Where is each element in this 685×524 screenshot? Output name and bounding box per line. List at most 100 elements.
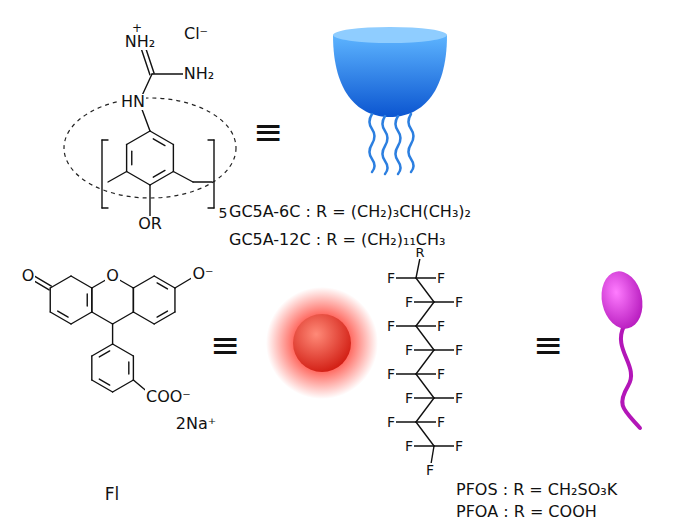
macrocycle-ellipse	[64, 98, 236, 198]
bond-line	[416, 350, 434, 374]
repeat-subscript: 5	[218, 206, 229, 220]
glow-sphere	[266, 287, 378, 399]
bond-line	[92, 344, 113, 356]
bond-line	[416, 422, 434, 446]
sphere-core	[293, 314, 351, 372]
bond-line	[150, 172, 173, 186]
bond-line	[152, 73, 184, 74]
compound-caption: PFOA : R = COOH	[455, 504, 598, 520]
bond-line	[113, 380, 134, 392]
bond-line	[91, 288, 92, 312]
atom-label: F	[454, 343, 464, 357]
atom-label: 2Na⁺	[175, 416, 217, 432]
atom-label: COO⁻	[145, 389, 192, 405]
cup-tentacles	[370, 114, 414, 174]
bond-line	[208, 139, 214, 140]
bond-line	[153, 170, 165, 177]
atom-label: F	[436, 319, 446, 333]
bond-line	[71, 312, 92, 324]
atom-label: F	[386, 271, 396, 285]
atom-label: +	[131, 22, 143, 34]
bond-line	[128, 362, 129, 374]
atom-label: F	[404, 295, 414, 309]
bond-line	[99, 379, 109, 385]
bond-line	[150, 131, 173, 145]
atom-label: F	[386, 415, 396, 429]
bond-line	[416, 398, 434, 422]
bond-line	[416, 374, 434, 398]
bond-line	[101, 140, 102, 208]
bond-line	[133, 288, 134, 312]
tentacle	[383, 116, 388, 174]
atom-label: F	[436, 415, 446, 429]
atom-label: R	[414, 246, 425, 259]
bond-line	[416, 258, 420, 278]
bond-line	[91, 288, 92, 312]
equivalence-sign: ≡	[532, 327, 564, 363]
bond-line	[99, 351, 109, 357]
atom-label: NH₂	[183, 66, 215, 82]
bond-line	[133, 288, 134, 312]
atom-label: F	[454, 295, 464, 309]
atom-label: O	[105, 268, 120, 284]
bond-line	[92, 380, 113, 392]
compound-caption: PFOS : R = CH₂SO₃K	[455, 482, 618, 498]
equivalence-sign: ≡	[209, 327, 241, 363]
atom-label: HN	[120, 94, 146, 110]
atom-label: Cl⁻	[183, 26, 209, 42]
bond-line	[133, 312, 154, 324]
atom-label: F	[425, 463, 435, 477]
bond-line	[416, 326, 434, 350]
bond-line	[102, 139, 108, 140]
bond-line	[173, 172, 193, 183]
bond-line	[58, 311, 68, 317]
atom-label: F	[454, 439, 464, 453]
tentacle	[409, 114, 414, 172]
sphere-glow	[266, 287, 378, 399]
bond-line	[87, 294, 88, 306]
equivalence-sign: ≡	[252, 114, 284, 150]
atom-label: F	[386, 319, 396, 333]
bond-line	[71, 276, 92, 288]
bond-line	[208, 207, 214, 208]
bond-line	[113, 344, 134, 356]
atom-label: F	[404, 439, 414, 453]
surfactant-tail	[621, 326, 640, 428]
bond-line	[50, 288, 51, 312]
bond-line	[416, 302, 434, 326]
bond-line	[173, 145, 174, 172]
bond-line	[213, 140, 214, 208]
bond-line	[154, 276, 175, 288]
bond-line	[127, 131, 150, 145]
atom-label: F	[404, 343, 414, 357]
atom-label: F	[404, 391, 414, 405]
bond-line	[154, 312, 175, 324]
bond-line	[102, 207, 108, 208]
surfactant-head	[596, 267, 647, 332]
cup-body	[333, 35, 447, 117]
atom-label: F	[454, 391, 464, 405]
bond-line	[193, 181, 212, 182]
atom-label: F	[436, 271, 446, 285]
atom-label: NH₂	[124, 34, 156, 50]
tentacle	[370, 114, 375, 172]
tentacle	[396, 116, 401, 174]
surfactant-cartoon	[596, 267, 647, 428]
compound-caption: GC5A-6C : R = (CH₂)₃CH(CH₃)₂	[228, 204, 472, 220]
bond-line	[113, 312, 134, 324]
cup-cartoon	[333, 27, 447, 174]
cup-rim	[333, 27, 447, 43]
atom-label: F	[436, 367, 446, 381]
bond-line	[127, 172, 150, 186]
bond-line	[157, 283, 167, 289]
bond-line	[126, 145, 127, 172]
bond-line	[133, 356, 134, 380]
bond-line	[157, 311, 167, 317]
compound-name: Fl	[104, 486, 121, 503]
bond-line	[133, 276, 154, 288]
atom-label: O	[21, 268, 36, 284]
bond-line	[112, 324, 113, 344]
bond-line	[91, 356, 92, 380]
bond-line	[108, 172, 127, 183]
